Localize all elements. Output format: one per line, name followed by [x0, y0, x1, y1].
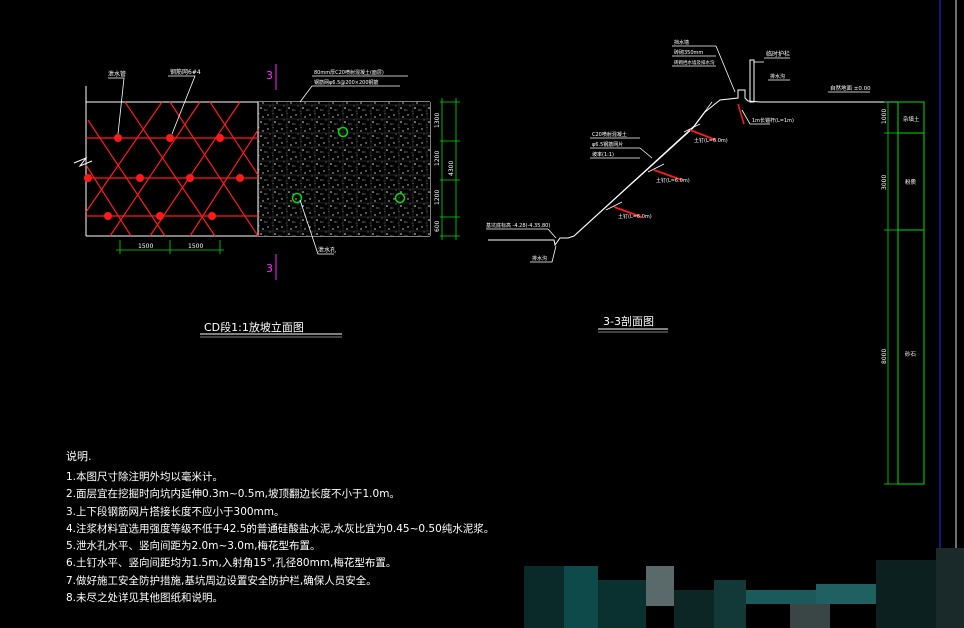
label-anchor-top: 1m长锚杆(L=1m) [752, 117, 794, 124]
section-mark-bottom: 3 [266, 262, 273, 275]
label-bottom-ditch: 排水沟 [532, 255, 547, 262]
strata-silty: 粉质 [905, 178, 917, 186]
soil-nail-heads [84, 134, 244, 220]
label-retaining-wall: 挡水墙 [674, 39, 689, 46]
label-ground-level: 自然地面 ±0.00 [830, 84, 871, 92]
notes-block: 说明. 1.本图尺寸除注明外均以毫米计。 2.面层宜在挖掘时向坑内延伸0.3m~… [66, 448, 586, 607]
dim-1200-b: 1200 [434, 190, 441, 205]
label-steel-mesh: 钢筋网6#4 [170, 68, 201, 76]
label-nail-3: 土钉(L=6.0m) [618, 213, 652, 220]
dim-600: 600 [434, 220, 441, 232]
dim-1300: 1300 [434, 113, 441, 128]
label-slope-ratio: 坡率(1:1) [592, 151, 614, 158]
label-brick-ditch: 砖砌挡水墙及排水沟 [674, 59, 715, 66]
strata-column [884, 101, 925, 485]
strata-dim-3000: 3000 [881, 175, 888, 190]
dim-1500-b: 1500 [188, 243, 203, 250]
note-item-1: 1.本图尺寸除注明外均以毫米计。 [66, 471, 224, 483]
label-drain-pipe: 泄水管 [108, 70, 126, 78]
fence-post [749, 59, 755, 103]
section-mark-top: 3 [266, 69, 273, 82]
label-drain-ditch: 排水沟 [770, 73, 785, 80]
label-mesh-65: φ6.5钢筋网片 [592, 141, 623, 148]
strata-dim-8000: 8000 [881, 349, 888, 364]
note-item-4: 4.注浆材料宜选用强度等级不低于42.5的普通硅酸盐水泥,水灰比宜为0.45~0… [66, 522, 495, 535]
section-view: 挡水墙 砖砌350mm 砖砌挡水墙及排水沟 临时护栏 排水沟 自然地面 ±0.0… [486, 39, 925, 485]
dim-1500-a: 1500 [138, 243, 153, 250]
label-fence: 临时护栏 [766, 50, 790, 58]
elevation-view: 泄水管 钢筋网6#4 80mm厚C20喷射混凝土(面层) 钢筋网φ6.5@200… [73, 64, 460, 338]
note-item-7: 7.做好施工安全防护措施,基坑周边设置安全防护栏,确保人员安全。 [66, 574, 377, 587]
label-nail-2: 土钉(L=6.0m) [656, 177, 690, 184]
dim-1200-a: 1200 [434, 151, 441, 166]
label-top-note-2: 钢筋网φ6.5@200×200钢筋 [314, 79, 379, 86]
right-drawing-title: 3-3剖面图 [603, 314, 654, 328]
note-item-8: 8.未尽之处详见其他图纸和说明。 [66, 592, 224, 605]
label-brick-350: 砖砌350mm [674, 49, 703, 56]
label-top-note-1: 80mm厚C20喷射混凝土(面层) [314, 69, 384, 76]
notes-heading: 说明. [66, 450, 92, 463]
strata-gravel: 砂石 [905, 350, 917, 358]
soil-nails [613, 129, 717, 218]
label-nail-1: 土钉(L=6.0m) [694, 137, 728, 144]
strata-fill-soil: 杂填土 [903, 115, 920, 123]
note-item-2: 2.面层宜在挖掘时向坑内延伸0.3m~0.5m,坡顶翻边长度不小于1.0m。 [66, 488, 400, 501]
note-item-5: 5.泄水孔水平、竖向间距为2.0m~3.0m,梅花型布置。 [66, 540, 321, 553]
dim-4300: 4300 [448, 161, 455, 176]
strata-dim-1000: 1000 [881, 109, 888, 124]
left-drawing-title: CD段1:1放坡立面图 [204, 320, 304, 334]
note-item-3: 3.上下段钢筋网片搭接长度不应小于300mm。 [66, 505, 285, 518]
note-item-6: 6.土钉水平、竖向间距均为1.5m,入射角15°,孔径80mm,梅花型布置。 [66, 557, 397, 570]
drain-hole-markers [291, 126, 406, 204]
label-c20-shotcrete: C20喷射混凝土 [592, 131, 627, 138]
slope-profile [488, 89, 900, 247]
label-bottom-level: 基坑底标高 -4.28(-4.35,80) [486, 222, 550, 229]
shotcrete-hatch-area [258, 102, 430, 236]
label-drain-hole: 泄水孔 [318, 246, 336, 254]
